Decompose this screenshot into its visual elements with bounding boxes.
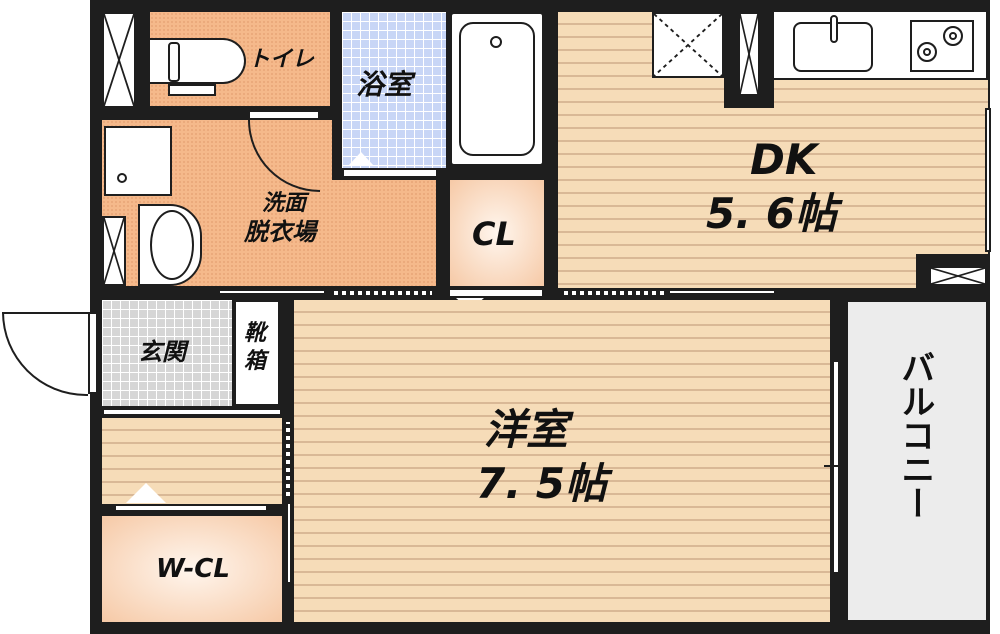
bathtub-inner-icon [459, 22, 535, 156]
kitchen-faucet-icon [830, 15, 838, 43]
toilet-fixture-icon [150, 38, 246, 84]
room-dining-kitchen [558, 12, 988, 288]
label-western-room: 洋室 [484, 405, 569, 454]
washroom-sliding-door-b[interactable] [328, 289, 434, 297]
room-bathroom [342, 12, 446, 168]
label-walk-in-closet: W-CL [156, 554, 230, 584]
balcony-edge [988, 300, 1000, 634]
storage-x-box-dk-corner [929, 266, 987, 286]
label-bathroom: 浴室 [356, 68, 413, 101]
dk-sliding-door-a[interactable] [558, 289, 666, 297]
room-closet [450, 180, 544, 286]
label-shoe-box-line2: 箱 [244, 349, 267, 374]
bathroom-door[interactable] [342, 168, 438, 178]
label-dk: DK [750, 135, 818, 184]
label-shoe-box-line1: 靴 [244, 321, 267, 346]
stove-burner-1-icon [917, 42, 937, 62]
washbasin-bowl-icon [150, 210, 194, 280]
label-dk-size: 5. 6帖 [706, 189, 838, 238]
entrance-step [102, 408, 282, 416]
washroom-door[interactable] [248, 110, 320, 120]
room-entrance [102, 300, 232, 406]
label-closet: CL [472, 215, 516, 253]
storage-x-box-washroom [102, 216, 126, 286]
balcony-window[interactable] [832, 360, 840, 574]
label-balcony: バルコニー [894, 350, 935, 520]
label-western-room-size: 7. 5帖 [476, 459, 608, 508]
washroom-sliding-door-a[interactable] [218, 289, 326, 295]
front-door[interactable] [88, 312, 98, 394]
label-washroom-line1: 洗面 [262, 191, 307, 216]
label-washroom-line2: 脱衣場 [244, 218, 316, 246]
toilet-lid-icon [168, 84, 216, 96]
storage-x-box-top-left [102, 12, 136, 108]
storage-x-box-dk [652, 12, 724, 78]
balcony [846, 300, 988, 622]
room-washroom-extension [330, 180, 436, 286]
front-door-swing-icon [2, 312, 88, 396]
room-walk-in-closet [102, 516, 282, 622]
room-western [294, 300, 830, 622]
label-toilet: トイレ [248, 47, 315, 72]
toilet-tank-icon [168, 42, 180, 82]
wcl-door[interactable] [114, 504, 268, 512]
shoe-box [234, 300, 280, 406]
washing-machine-drain-icon [117, 173, 127, 183]
washing-machine-icon [104, 126, 172, 196]
window-divider-mark-icon [824, 465, 854, 467]
pipe-shaft-x-icon [738, 12, 760, 96]
wcl-door-arrow-icon [126, 483, 166, 503]
dk-window-right[interactable] [985, 108, 991, 252]
stove-burner-2-icon [943, 26, 963, 46]
closet-door[interactable] [448, 288, 544, 298]
bathroom-door-arrow-icon [348, 152, 374, 166]
bathtub-drain-icon [490, 36, 502, 48]
label-entrance: 玄関 [138, 338, 186, 366]
dk-sliding-door-b[interactable] [668, 289, 776, 295]
hallway-sliding-door-b[interactable] [286, 502, 292, 584]
hallway-sliding-door[interactable] [284, 420, 292, 502]
